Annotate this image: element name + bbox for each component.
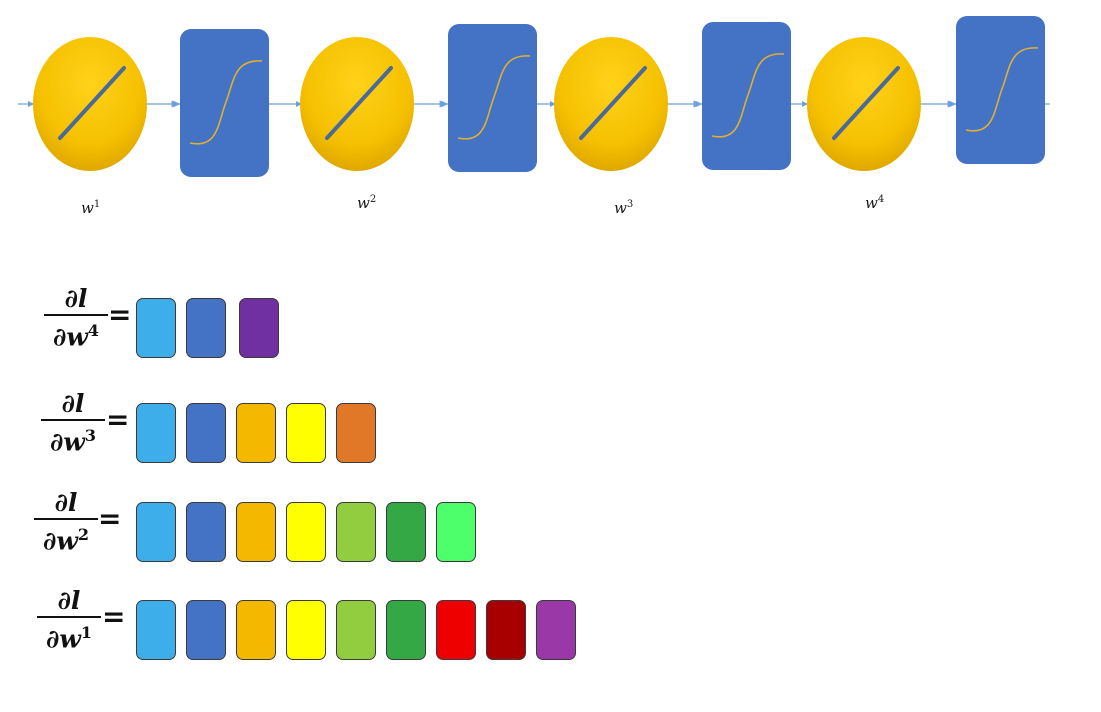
gradient-term-box: [336, 600, 376, 660]
sigmoid-curve-icon: [965, 47, 1039, 132]
arrow-head: [296, 101, 302, 107]
fraction-bar: [37, 616, 101, 618]
sigmoid-curve-icon: [711, 53, 785, 138]
equals-sign: =: [108, 298, 132, 331]
fraction-bar: [41, 419, 105, 421]
gradient-term-box: [436, 502, 476, 562]
fraction-denominator: ∂w1: [45, 623, 93, 654]
gradient-term-box: [136, 600, 176, 660]
gradient-term-box: [136, 298, 176, 358]
linear-activation-icon: [325, 66, 393, 140]
fraction-numerator: ∂l: [57, 586, 81, 615]
equals-sign: =: [106, 403, 130, 436]
fraction-denominator: ∂w4: [52, 321, 100, 352]
gradient-term-box: [486, 600, 526, 660]
fraction-bar: [34, 518, 98, 520]
gradient-term-box: [286, 600, 326, 660]
fraction-denominator: ∂w2: [42, 525, 90, 556]
gradient-fraction: ∂l ∂w4: [44, 284, 108, 352]
gradient-fraction: ∂l ∂w3: [41, 389, 105, 457]
equals-sign: =: [102, 600, 126, 633]
gradient-term-box: [286, 502, 326, 562]
sigmoid-curve-icon: [189, 60, 263, 145]
gradient-term-box: [186, 600, 226, 660]
weight-label-2: w2: [357, 194, 377, 212]
gradient-term-box: [236, 403, 276, 463]
gradient-row-w2: ∂l ∂w2 =: [0, 488, 1101, 562]
gradient-term-box: [186, 298, 226, 358]
gradient-term-box: [136, 403, 176, 463]
arrow-head: [28, 101, 34, 107]
gradient-term-box: [236, 600, 276, 660]
network-diagram: [18, 16, 1050, 177]
gradient-row-w1: ∂l ∂w1 =: [0, 586, 1101, 660]
fraction-numerator: ∂l: [64, 284, 88, 313]
gradient-term-box: [239, 298, 279, 358]
gradient-row-w3: ∂l ∂w3 =: [0, 389, 1101, 463]
sigmoid-curve-icon: [457, 55, 531, 140]
gradient-term-box: [136, 502, 176, 562]
linear-activation-icon: [58, 66, 126, 140]
weight-label-3: w3: [614, 199, 634, 217]
fraction-numerator: ∂l: [61, 389, 85, 418]
gradient-fraction: ∂l ∂w2: [34, 488, 98, 556]
arrow-head: [802, 101, 808, 107]
sigmoid-unit: [448, 24, 537, 172]
fraction-bar: [44, 314, 108, 316]
weight-label-1: w1: [81, 199, 101, 217]
gradient-term-box: [436, 600, 476, 660]
gradient-term-box: [186, 403, 226, 463]
gradient-term-box: [186, 502, 226, 562]
arrow-head: [696, 101, 702, 107]
gradient-term-box: [386, 600, 426, 660]
sigmoid-unit: [180, 29, 269, 177]
gradient-term-box: [336, 502, 376, 562]
sigmoid-unit: [956, 16, 1045, 164]
arrow-head: [950, 101, 956, 107]
gradient-term-box: [386, 502, 426, 562]
fraction-numerator: ∂l: [54, 488, 78, 517]
gradient-term-box: [286, 403, 326, 463]
gradient-term-box: [536, 600, 576, 660]
sigmoid-unit: [702, 22, 791, 170]
equals-sign: =: [98, 502, 122, 535]
gradient-fraction: ∂l ∂w1: [37, 586, 101, 654]
gradient-term-box: [236, 502, 276, 562]
arrow-head: [442, 101, 448, 107]
gradient-row-w4: ∂l ∂w4 =: [0, 284, 1101, 358]
linear-activation-icon: [579, 66, 647, 140]
weight-label-4: w4: [865, 194, 885, 212]
arrow-head: [174, 101, 180, 107]
linear-activation-icon: [832, 66, 900, 140]
gradient-term-box: [336, 403, 376, 463]
fraction-denominator: ∂w3: [49, 426, 97, 457]
arrow-head: [550, 101, 556, 107]
